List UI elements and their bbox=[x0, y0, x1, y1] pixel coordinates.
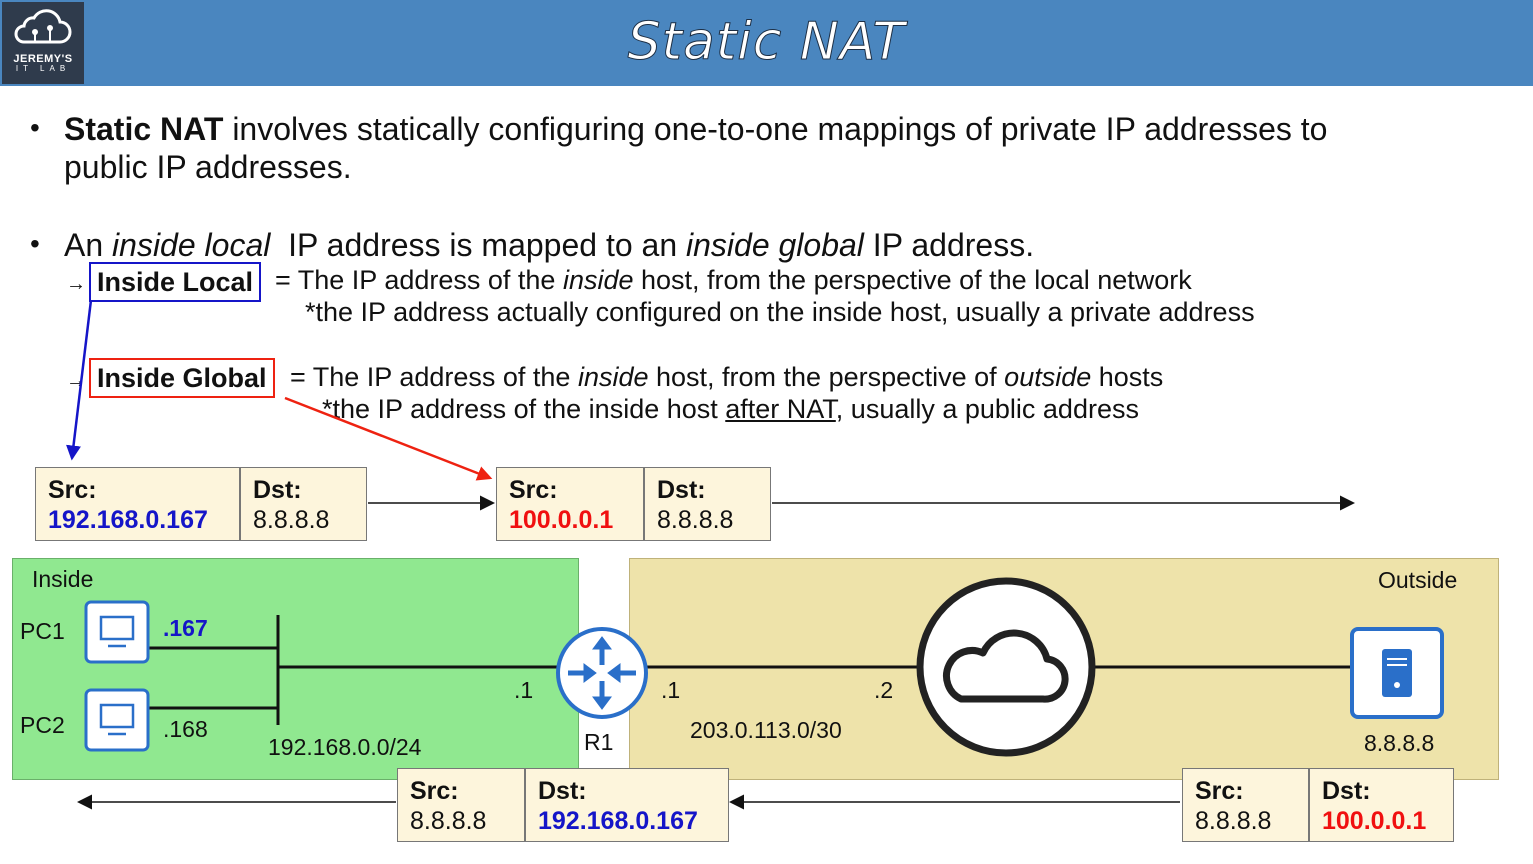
def-text: = The IP address of the bbox=[290, 362, 578, 392]
bullet-static-nat: Static NAT involves statically configuri… bbox=[64, 110, 1504, 186]
bullet1-line2: public IP addresses. bbox=[64, 149, 352, 185]
static-nat-term: Static NAT bbox=[64, 111, 224, 147]
def-text: host, from the perspective of the local … bbox=[633, 265, 1192, 295]
packet-dst-field: Dst: 100.0.0.1 bbox=[1309, 768, 1454, 842]
pc-icon bbox=[84, 600, 150, 664]
inside-global-note: *the IP address of the inside host after… bbox=[322, 394, 1139, 425]
src-label: Src: bbox=[48, 476, 97, 504]
src-value: 192.168.0.167 bbox=[48, 506, 208, 534]
dst-label: Dst: bbox=[1322, 777, 1371, 805]
dst-value: 192.168.0.167 bbox=[538, 807, 698, 835]
cloud-icon bbox=[916, 577, 1096, 757]
packet-dst-field: Dst: 8.8.8.8 bbox=[240, 467, 367, 541]
def-emphasis: inside bbox=[562, 265, 634, 295]
inside-local-label: Inside Local bbox=[89, 262, 262, 302]
def-emphasis: inside bbox=[577, 362, 649, 392]
inside-global-definition: = The IP address of the inside host, fro… bbox=[290, 362, 1163, 393]
inside-local-pointer-arrow bbox=[66, 299, 93, 461]
dst-label: Dst: bbox=[538, 777, 587, 805]
server-icon bbox=[1350, 627, 1444, 719]
logo-text-line1: JEREMY'S bbox=[13, 53, 73, 65]
packet-dst-field: Dst: 8.8.8.8 bbox=[644, 467, 771, 541]
wan-subnet-label: 203.0.113.0/30 bbox=[690, 717, 842, 743]
dst-value: 8.8.8.8 bbox=[657, 506, 734, 534]
bullet2-pre: An bbox=[64, 227, 113, 263]
bullet2-post: IP address. bbox=[863, 227, 1035, 263]
title-bar: JEREMY'S IT LAB Static NAT bbox=[0, 0, 1533, 86]
packet-src-field: Src: 192.168.0.167 bbox=[35, 467, 240, 541]
src-label: Src: bbox=[1195, 777, 1244, 805]
packet-src-field: Src: 8.8.8.8 bbox=[1182, 768, 1309, 842]
def-emphasis: outside bbox=[1004, 362, 1092, 392]
slide-title: Static NAT bbox=[627, 12, 906, 73]
dst-value: 8.8.8.8 bbox=[253, 506, 330, 534]
router-outside-interface: .1 bbox=[661, 677, 681, 703]
cloud-logo-icon bbox=[14, 9, 72, 44]
inside-global-term: inside global bbox=[686, 227, 864, 263]
src-label: Src: bbox=[410, 777, 459, 805]
def-text: *the IP address of the inside host bbox=[322, 394, 726, 424]
inside-local-note: *the IP address actually configured on t… bbox=[305, 297, 1255, 327]
pc1-address: .167 bbox=[163, 615, 208, 641]
jeremys-it-lab-logo: JEREMY'S IT LAB bbox=[2, 2, 84, 84]
pc2-label: PC2 bbox=[20, 712, 65, 738]
bullet-dot: • bbox=[30, 112, 40, 143]
src-value: 100.0.0.1 bbox=[509, 506, 614, 534]
inside-local-definition: = The IP address of the inside host, fro… bbox=[275, 265, 1192, 296]
server-address: 8.8.8.8 bbox=[1364, 730, 1435, 756]
packet-dst-field: Dst: 192.168.0.167 bbox=[525, 768, 729, 842]
bullet-mapping: An inside local IP address is mapped to … bbox=[64, 226, 1034, 264]
bullet-dot: • bbox=[30, 228, 40, 259]
src-label: Src: bbox=[509, 476, 558, 504]
inside-zone-label: Inside bbox=[32, 566, 94, 592]
logo-text-line2: IT LAB bbox=[15, 64, 71, 73]
def-text: hosts bbox=[1091, 362, 1164, 392]
pc1-label: PC1 bbox=[20, 618, 65, 644]
packet-src-field: Src: 100.0.0.1 bbox=[496, 467, 644, 541]
src-value: 8.8.8.8 bbox=[1195, 807, 1272, 835]
inside-subnet-label: 192.168.0.0/24 bbox=[268, 734, 422, 760]
dst-value: 100.0.0.1 bbox=[1322, 807, 1427, 835]
router-label: R1 bbox=[584, 729, 614, 755]
def-text: , usually a public address bbox=[835, 394, 1139, 424]
pc2-address: .168 bbox=[163, 716, 208, 742]
inside-local-term: inside local bbox=[112, 227, 271, 263]
isp-interface: .2 bbox=[874, 677, 894, 703]
outside-zone-label: Outside bbox=[1378, 567, 1458, 593]
src-value: 8.8.8.8 bbox=[410, 807, 487, 835]
def-text: host, from the perspective of bbox=[648, 362, 1005, 392]
pc-icon bbox=[84, 688, 150, 752]
bullet2-mid: IP address is mapped to an bbox=[270, 227, 686, 263]
router-inside-interface: .1 bbox=[514, 677, 534, 703]
bullet1-text: involves statically configuring one-to-o… bbox=[223, 111, 1328, 147]
packet-src-field: Src: 8.8.8.8 bbox=[397, 768, 525, 842]
after-nat-underlined: after NAT bbox=[725, 394, 836, 424]
inside-global-pointer-arrow bbox=[284, 396, 493, 481]
dst-label: Dst: bbox=[253, 476, 302, 504]
router-icon bbox=[556, 627, 648, 719]
def-text: = The IP address of the bbox=[275, 265, 563, 295]
inside-global-label: Inside Global bbox=[89, 358, 275, 398]
dst-label: Dst: bbox=[657, 476, 706, 504]
arrow-glyph: → bbox=[66, 273, 86, 295]
